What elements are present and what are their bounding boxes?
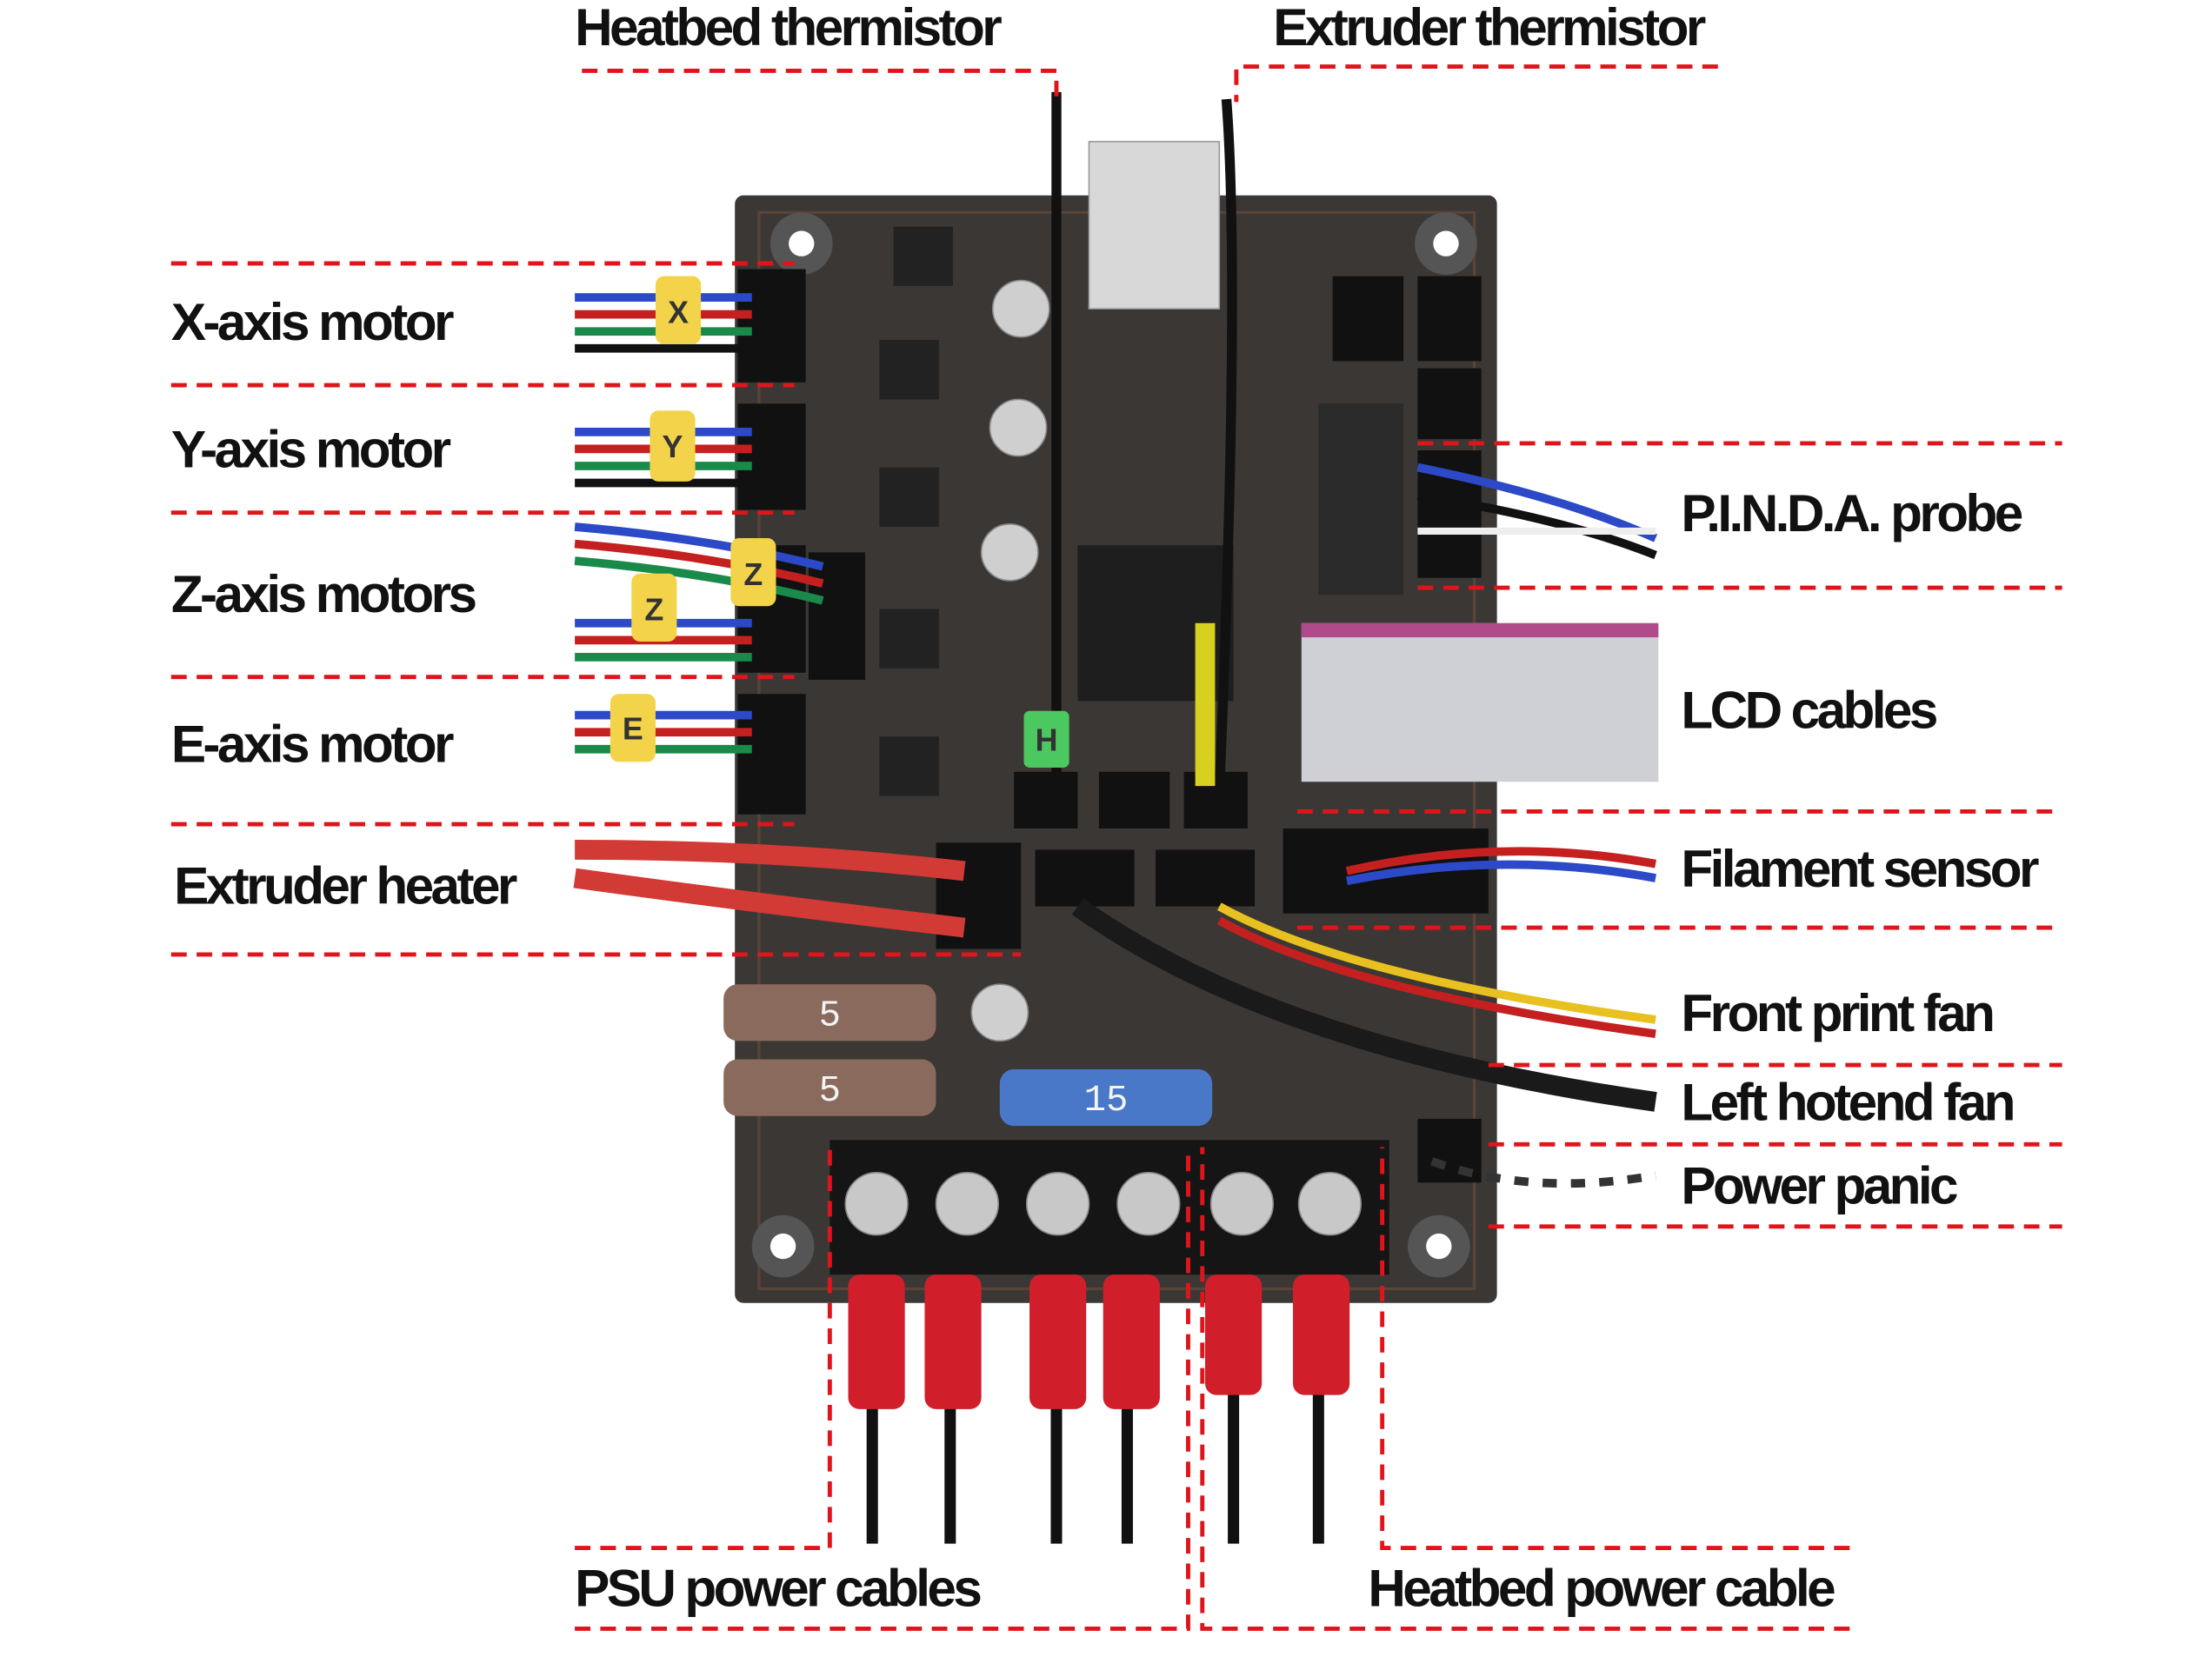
label-e-axis-motor: E-axis motor [171, 714, 454, 773]
label-heatbed-thermistor: Heatbed thermistor [575, 0, 1002, 57]
fuse-3-rating: 15 [1084, 1080, 1129, 1121]
tag-z2: Z [644, 593, 663, 628]
tag-x: X [668, 295, 689, 329]
label-front-print-fan: Front print fan [1681, 983, 1993, 1042]
leader-lines [170, 64, 2062, 1631]
tag-h: H [1036, 722, 1058, 757]
label-extruder-thermistor: Extruder thermistor [1273, 0, 1706, 57]
tag-e: E [623, 711, 643, 746]
fuse-1-rating: 5 [819, 995, 841, 1036]
label-z-axis-motors: Z-axis motors [171, 564, 476, 623]
label-power-panic: Power panic [1681, 1156, 1957, 1215]
tag-z1: Z [743, 557, 763, 592]
fuse-2-rating: 5 [819, 1070, 841, 1112]
label-extruder-heater: Extruder heater [174, 855, 517, 915]
label-y-axis-motor: Y-axis motor [171, 420, 451, 479]
label-lcd-cables: LCD cables [1681, 680, 1936, 739]
einsy-board: X Y Z Z E H 5 5 15 [573, 91, 1659, 1544]
label-x-axis-motor: X-axis motor [171, 292, 454, 351]
label-heatbed-power-cable: Heatbed power cable [1368, 1558, 1835, 1617]
label-filament-sensor: Filament sensor [1681, 839, 2039, 898]
label-pinda-probe: P.I.N.D.A. probe [1681, 483, 2022, 542]
tag-y: Y [663, 429, 683, 464]
labels: Heatbed thermistor Extruder thermistor X… [171, 0, 2042, 1617]
label-psu-power-cables: PSU power cables [575, 1558, 981, 1617]
label-left-hotend-fan: Left hotend fan [1681, 1073, 2013, 1132]
